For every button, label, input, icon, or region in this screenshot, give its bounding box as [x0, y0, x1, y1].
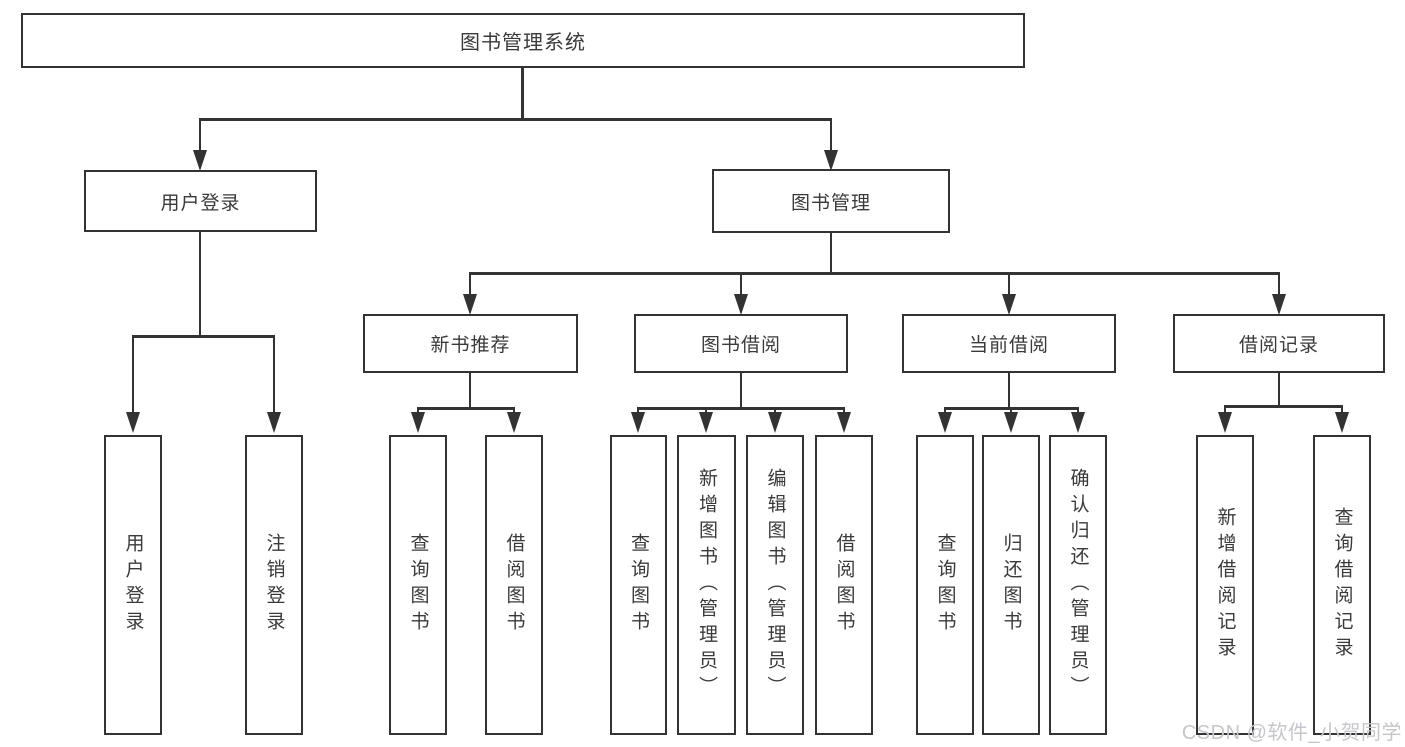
root-node-label: 图书管理系统: [460, 32, 586, 54]
leaf-add-book-admin-label: 新增图书（管理员）: [696, 468, 717, 702]
connector-line: [1277, 373, 1281, 405]
leaf-confirm-return-admin: 确认归还（管理员）: [1049, 435, 1107, 735]
connector-line: [198, 118, 202, 154]
connector-line: [131, 335, 135, 414]
arrow-down-icon: [1070, 412, 1085, 433]
arrow-down-icon: [937, 412, 952, 433]
connector-line: [636, 407, 640, 414]
connector-line: [468, 272, 1281, 275]
leaf-query-books-recommend: 查询图书: [389, 435, 447, 735]
arrow-down-icon: [823, 150, 838, 171]
connector-line: [842, 407, 846, 414]
leaf-edit-book-admin-label: 编辑图书（管理员）: [764, 468, 786, 702]
arrow-down-icon: [410, 412, 425, 433]
arrow-down-icon: [1271, 294, 1286, 315]
connector-line: [272, 335, 276, 414]
connector-line: [704, 407, 708, 414]
connector-line: [1277, 272, 1281, 296]
arrow-down-icon: [698, 412, 713, 433]
connector-line: [1223, 405, 1344, 408]
leaf-user-login: 用户登录: [104, 435, 162, 735]
connector-line: [829, 233, 833, 272]
leaf-borrow-books: 借阅图书: [815, 435, 873, 735]
node-user-login: 用户登录: [84, 170, 317, 232]
connector-line: [773, 407, 777, 414]
leaf-add-book-admin: 新增图书（管理员）: [677, 435, 736, 735]
leaf-query-books-current-label: 查询图书: [934, 533, 956, 637]
arrow-down-icon: [767, 412, 782, 433]
leaf-add-borrow-record: 新增借阅记录: [1196, 435, 1254, 735]
leaf-add-borrow-record-label: 新增借阅记录: [1214, 507, 1236, 663]
leaf-logout: 注销登录: [245, 435, 303, 735]
node-book-management-label: 图书管理: [790, 192, 871, 214]
connector-line: [131, 335, 276, 338]
node-user-login-label: 用户登录: [160, 192, 241, 214]
connector-line: [829, 118, 833, 154]
arrow-down-icon: [1003, 412, 1018, 433]
leaf-user-login-label: 用户登录: [122, 533, 144, 637]
connector-line: [1007, 272, 1011, 296]
connector-line: [739, 373, 743, 407]
arrow-down-icon: [1334, 412, 1349, 433]
connector-line: [1340, 405, 1344, 414]
leaf-borrow-books-recommend-label: 借阅图书: [503, 533, 525, 637]
connector-line: [468, 272, 472, 296]
connector-line: [416, 407, 420, 414]
node-new-book-recommend: 新书推荐: [363, 314, 578, 373]
arrow-down-icon: [266, 412, 281, 433]
leaf-logout-label: 注销登录: [263, 533, 285, 637]
connector-line: [468, 373, 472, 407]
node-book-management: 图书管理: [712, 169, 950, 233]
node-borrow-records: 借阅记录: [1173, 314, 1385, 373]
root-node: 图书管理系统: [21, 13, 1025, 68]
connector-line: [943, 407, 947, 414]
node-borrow-records-label: 借阅记录: [1238, 335, 1319, 356]
arrow-down-icon: [462, 294, 477, 315]
arrow-down-icon: [836, 412, 851, 433]
watermark-text: CSDN @软件_小贺同学: [1181, 722, 1402, 744]
connector-line: [1007, 373, 1011, 407]
arrow-down-icon: [506, 412, 521, 433]
connector-line: [512, 407, 516, 414]
arrow-down-icon: [1217, 412, 1232, 433]
leaf-query-books-borrow: 查询图书: [610, 435, 667, 735]
node-current-borrow: 当前借阅: [902, 314, 1116, 373]
node-new-book-recommend-label: 新书推荐: [430, 335, 511, 356]
connector-line: [198, 118, 832, 121]
arrow-down-icon: [1001, 294, 1016, 315]
arrow-down-icon: [192, 150, 207, 171]
leaf-confirm-return-admin-label: 确认归还（管理员）: [1067, 468, 1089, 702]
connector-line: [636, 407, 846, 410]
leaf-borrow-books-recommend: 借阅图书: [485, 435, 543, 735]
leaf-query-books-recommend-label: 查询图书: [407, 533, 429, 637]
arrow-down-icon: [733, 294, 748, 315]
leaf-query-borrow-record-label: 查询借阅记录: [1331, 507, 1353, 663]
leaf-edit-book-admin: 编辑图书（管理员）: [746, 435, 804, 735]
connector-line: [739, 272, 743, 296]
node-current-borrow-label: 当前借阅: [968, 335, 1049, 356]
leaf-borrow-books-label: 借阅图书: [833, 533, 855, 637]
leaf-query-books-borrow-label: 查询图书: [628, 533, 649, 637]
leaf-query-books-current: 查询图书: [916, 435, 974, 735]
arrow-down-icon: [630, 412, 645, 433]
leaf-return-books: 归还图书: [982, 435, 1040, 735]
connector-line: [1009, 407, 1013, 414]
node-book-borrow: 图书借阅: [634, 314, 848, 373]
leaf-return-books-label: 归还图书: [1000, 533, 1022, 637]
connector-line: [416, 407, 516, 410]
leaf-query-borrow-record: 查询借阅记录: [1313, 435, 1371, 735]
connector-line: [521, 68, 524, 120]
connector-line: [198, 232, 202, 335]
connector-line: [1076, 407, 1080, 414]
arrow-down-icon: [125, 412, 140, 433]
connector-line: [1223, 405, 1227, 414]
node-book-borrow-label: 图书借阅: [700, 335, 781, 356]
